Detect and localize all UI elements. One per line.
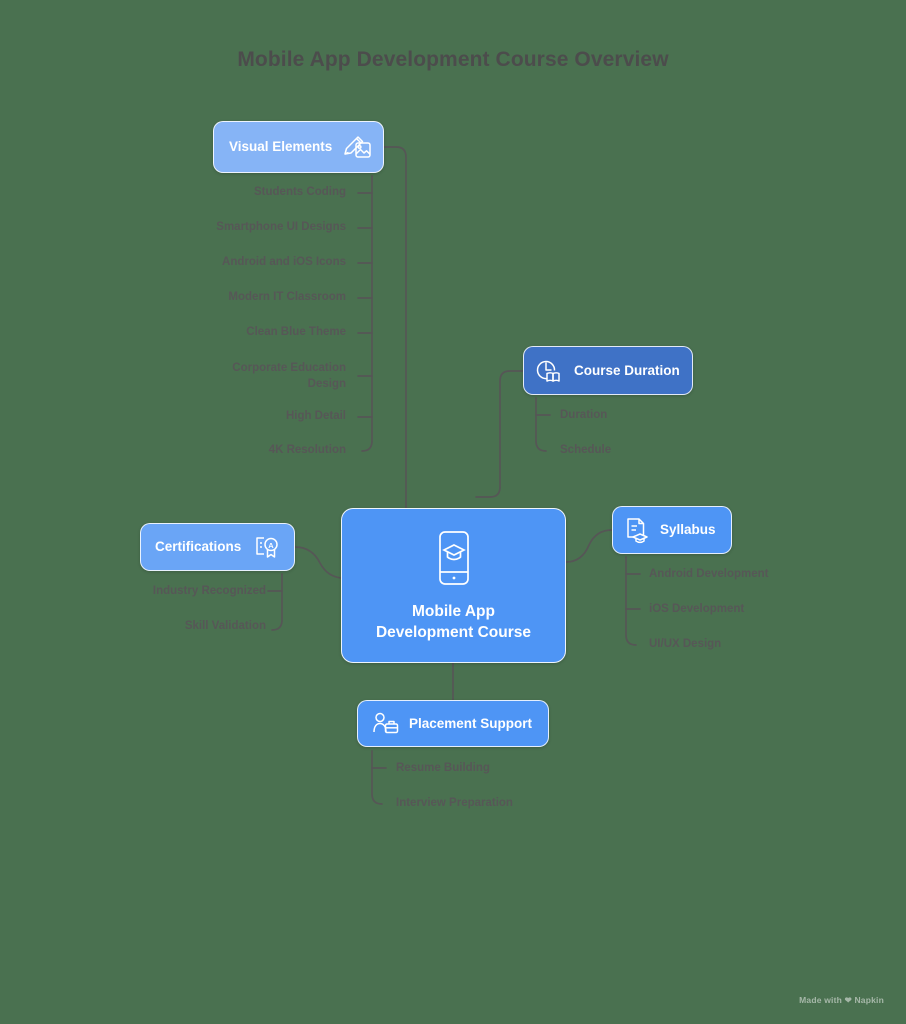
subitem-placement-0: Resume Building <box>396 762 490 774</box>
subitem-placement-1: Interview Preparation <box>396 797 513 809</box>
subitem-syllabus-0: Android Development <box>649 568 769 580</box>
subitem-visual-5: Corporate Education Design <box>232 362 346 390</box>
document-graduation-cap-icon <box>623 515 653 545</box>
subitem-cert-0: Industry Recognized <box>152 585 266 597</box>
connector-cert-to-center <box>294 546 345 579</box>
spine-duration <box>535 397 547 452</box>
central-node-label: Mobile App Development Course <box>376 602 531 644</box>
central-node-label-line2: Development Course <box>375 623 532 641</box>
branch-label-certifications: Certifications <box>155 539 242 555</box>
person-briefcase-icon <box>369 709 401 739</box>
certificate-award-icon: A <box>251 533 283 561</box>
spine-syllabus <box>625 556 637 646</box>
spine-visual <box>361 175 373 452</box>
subitem-visual-3: Modern IT Classroom <box>228 291 346 303</box>
subitem-duration-0: Duration <box>560 409 608 421</box>
branch-label-visual-elements: Visual Elements <box>229 139 333 155</box>
branch-node-course-duration[interactable]: Course Duration <box>523 346 693 395</box>
napkin-watermark: Made with ❤ Napkin <box>799 995 884 1005</box>
central-node-label-line1: Mobile App <box>412 602 495 620</box>
central-node-mobile-app-development-course[interactable]: Mobile App Development Course <box>341 508 566 663</box>
branch-label-placement-support: Placement Support <box>409 715 533 731</box>
branch-node-syllabus[interactable]: Syllabus <box>612 506 732 554</box>
pencil-image-icon <box>341 132 373 162</box>
page-title: Mobile App Development Course Overview <box>237 48 669 71</box>
subitem-visual-1: Smartphone UI Designs <box>216 221 346 233</box>
spine-cert <box>271 573 283 631</box>
subitem-visual-7: 4K Resolution <box>268 444 346 456</box>
branch-label-course-duration: Course Duration <box>574 362 680 378</box>
branch-label-syllabus: Syllabus <box>660 522 716 538</box>
subitem-visual-4: Clean Blue Theme <box>246 326 346 338</box>
connector-syllabus-to-center <box>565 529 613 563</box>
subitem-visual-0: Students Coding <box>254 186 346 198</box>
clock-book-icon <box>534 356 566 386</box>
svg-text:A: A <box>268 541 274 550</box>
subitem-syllabus-1: iOS Development <box>649 603 745 615</box>
subitem-duration-1: Schedule <box>560 444 612 456</box>
connector-duration-to-center <box>475 370 524 498</box>
branch-node-certifications[interactable]: Certifications A <box>140 523 295 571</box>
subitem-visual-2: Android and iOS Icons <box>222 256 346 268</box>
subitem-cert-1: Skill Validation <box>184 620 266 632</box>
subitem-visual-6: High Detail <box>285 410 346 422</box>
connector-visual-to-center <box>383 146 407 509</box>
branch-node-visual-elements[interactable]: Visual Elements <box>213 121 384 173</box>
spine-placement <box>371 750 383 805</box>
subitem-syllabus-2: UI/UX Design <box>649 638 722 650</box>
branch-node-placement-support[interactable]: Placement Support <box>357 700 549 747</box>
smartphone-graduation-cap-icon <box>431 528 477 592</box>
